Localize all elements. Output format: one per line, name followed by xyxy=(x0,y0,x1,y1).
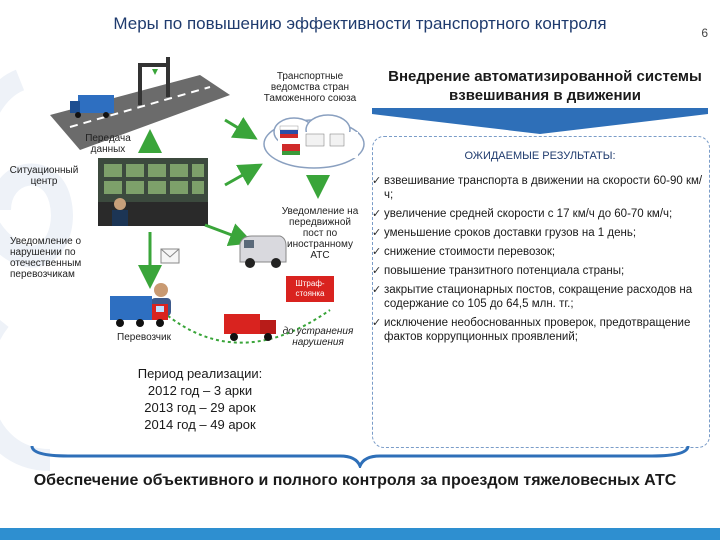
summary-statement: Обеспечение объективного и полного контр… xyxy=(33,472,677,489)
background-watermark xyxy=(0,69,73,471)
carrier-truck-image xyxy=(110,296,168,327)
down-chevron-banner xyxy=(372,108,708,134)
check-icon: ✓ xyxy=(372,208,382,220)
page-number: 6 xyxy=(701,26,708,40)
period-line: 2014 год – 49 арок xyxy=(144,417,256,432)
situation-center-photo xyxy=(98,158,208,226)
weighing-road-illustration xyxy=(50,57,230,150)
summary-brace xyxy=(30,445,690,468)
carrier-label: Перевозчик xyxy=(117,332,171,343)
data-transfer-label: Передача данных xyxy=(85,133,131,155)
check-icon: ✓ xyxy=(372,317,382,329)
period-line: 2012 год – 3 арки xyxy=(147,383,253,398)
period-title: Период реализации: xyxy=(137,366,263,381)
impounded-truck-image xyxy=(224,314,276,341)
check-icon: ✓ xyxy=(372,227,382,239)
results-frame xyxy=(372,136,710,448)
results-title: ОЖИДАЕМЫЕ РЕЗУЛЬТАТЫ: xyxy=(464,150,616,162)
list-item: ✓увеличение средней скорости с 17 км/ч д… xyxy=(372,208,673,220)
list-item: ✓снижение стоимости перевозок; xyxy=(372,246,556,258)
notify-domestic-label: Уведомление о нарушении по отечественным… xyxy=(10,236,82,280)
page-title: Меры по повышению эффективности транспор… xyxy=(113,14,607,33)
customs-union-cloud xyxy=(263,114,365,169)
implementation-period: Период реализации: 2012 год – 3 арки 201… xyxy=(110,365,290,433)
results-list: ✓взвешивание транспорта в движении на ск… xyxy=(372,174,708,349)
list-item: ✓взвешивание транспорта в движении на ск… xyxy=(372,175,703,201)
fine-station-badge: Штраф-стоянка xyxy=(286,276,334,302)
check-icon: ✓ xyxy=(372,175,382,187)
until-fix-label: до устранения нарушения xyxy=(282,326,354,348)
list-item: ✓исключение необоснованных проверок, пре… xyxy=(372,317,691,343)
period-line: 2013 год – 29 арок xyxy=(144,400,256,415)
check-icon: ✓ xyxy=(372,246,382,258)
enforcement-cycle xyxy=(149,299,331,344)
list-item: ✓повышение транзитного потенциала страны… xyxy=(372,265,625,277)
system-heading: Внедрение автоматизированной системы взв… xyxy=(388,68,702,104)
customs-label: Транспортные ведомства стран Таможенного… xyxy=(263,71,357,104)
list-item: ✓уменьшение сроков доставки грузов на 1 … xyxy=(372,227,637,239)
check-icon: ✓ xyxy=(372,284,382,296)
situation-center-label: Ситуационный центр xyxy=(9,165,79,187)
check-icon: ✓ xyxy=(372,265,382,277)
footer-bar xyxy=(0,528,720,540)
notify-foreign-label: Уведомление на передвижной пост по иност… xyxy=(281,206,359,261)
patrol-van-image xyxy=(239,235,287,268)
envelope-icon xyxy=(160,248,180,264)
list-item: ✓закрытие стационарных постов, сокращени… xyxy=(372,284,693,310)
